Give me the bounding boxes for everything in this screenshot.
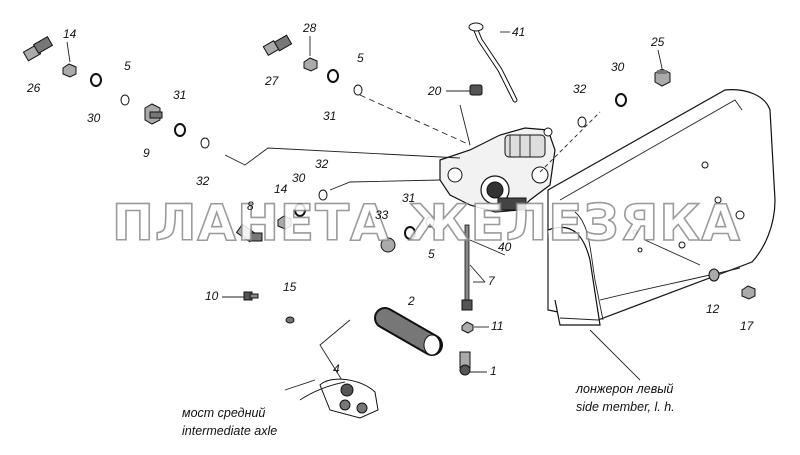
side-member-frame: [547, 89, 776, 326]
label-12: 12: [706, 302, 720, 316]
washer-5a: [120, 94, 130, 106]
ring-30b: [615, 93, 627, 107]
member-caption-en: side member, l. h.: [576, 400, 675, 414]
axle-caption-en: intermediate axle: [182, 424, 277, 438]
label-10: 10: [205, 289, 219, 303]
watermark: ПЛАНЕТА ЖЕЛЕЗЯКА: [112, 194, 741, 252]
plug-33: [380, 237, 396, 253]
label-14a: 14: [63, 27, 77, 41]
ring-31b: [327, 69, 339, 83]
fitting-8: [235, 223, 263, 243]
ring-31a: [174, 123, 186, 137]
label-9: 9: [143, 146, 150, 160]
fitting-25: [654, 68, 671, 87]
label-27: 27: [264, 74, 280, 88]
label-leader-ticks: [66, 31, 663, 373]
washer-15: [285, 316, 295, 324]
plug-20: [469, 84, 483, 96]
elbow-fitting-26: [22, 35, 54, 62]
label-5a: 5: [124, 59, 131, 73]
label-30b: 30: [611, 60, 625, 74]
label-33: 33: [375, 208, 389, 222]
washer-5c: [353, 84, 363, 96]
label-25: 25: [650, 35, 665, 49]
label-28: 28: [302, 21, 317, 35]
label-31c: 31: [402, 191, 415, 205]
label-15: 15: [283, 280, 297, 294]
label-5c: 5: [428, 247, 435, 261]
label-2: 2: [407, 294, 415, 308]
washer-32b: [318, 189, 328, 201]
label-8: 8: [247, 199, 254, 213]
ring-30a: [90, 73, 102, 87]
label-17: 17: [740, 319, 755, 333]
label-32a: 32: [196, 174, 210, 188]
label-26: 26: [26, 81, 41, 95]
washer-32c: [577, 116, 587, 128]
label-5b: 5: [357, 51, 364, 65]
label-40: 40: [498, 240, 512, 254]
nut-28: [303, 57, 318, 72]
label-14b: 14: [274, 182, 288, 196]
leader-lines: [224, 94, 701, 391]
label-31a: 31: [173, 88, 186, 102]
member-caption-ru: лонжерон левый: [575, 382, 673, 396]
bolt-10: [243, 291, 259, 301]
label-41: 41: [512, 25, 525, 39]
nut-14b: [277, 215, 292, 230]
small-parts: [22, 34, 756, 376]
label-30a: 30: [87, 111, 101, 125]
washer-5d: [425, 216, 435, 228]
label-31b: 31: [323, 109, 336, 123]
pipe-41: [468, 22, 518, 103]
label-30c: 30: [292, 171, 306, 185]
main-valve-assembly: [439, 127, 556, 213]
stud-7: [461, 224, 473, 311]
washer-5b: [200, 137, 210, 149]
part-number-labels: 1 2 4 5 5 5 7 8 9 10 11 12 14 14 15 17 2…: [26, 21, 755, 378]
nut-11: [461, 321, 474, 334]
hose-2: [374, 307, 443, 356]
label-32b: 32: [315, 157, 329, 171]
ring-31c: [404, 226, 416, 240]
label-1: 1: [490, 364, 497, 378]
label-11: 11: [491, 319, 503, 333]
label-32c: 32: [573, 82, 587, 96]
ring-30c: [294, 203, 306, 217]
label-4: 4: [333, 362, 340, 376]
elbow-fitting-27: [262, 34, 293, 57]
nut-14a: [62, 63, 77, 78]
fitting-1: [459, 351, 471, 376]
axle-caption-ru: мост средний: [182, 406, 265, 420]
label-7: 7: [488, 274, 496, 288]
washer-12: [708, 268, 720, 282]
nut-17: [741, 285, 756, 300]
label-20: 20: [427, 84, 442, 98]
intermediate-axle: [299, 378, 379, 419]
captions: мост средний intermediate axle лонжерон …: [182, 382, 675, 438]
fitting-9: [144, 103, 163, 125]
